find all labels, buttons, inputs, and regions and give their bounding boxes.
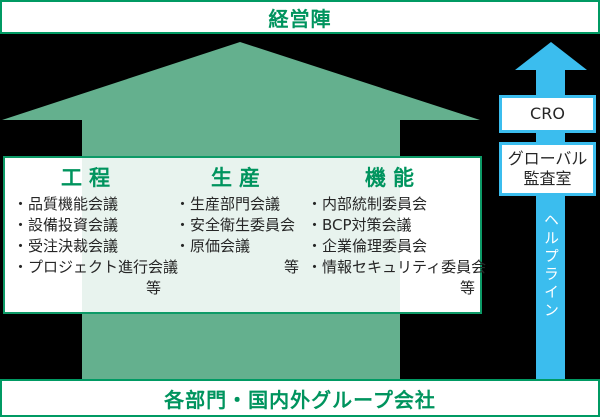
column-process-heading: 工程	[61, 166, 117, 190]
list-item: ・生産部門会議	[175, 195, 281, 213]
column-function: 機能 ・内部統制委員会 ・BCP対策会議 ・企業倫理委員会 ・情報セキュリティ委…	[307, 164, 487, 299]
list-item: ・原価会議	[175, 237, 251, 255]
arrow-tint-overlay	[82, 158, 400, 312]
etc-label: 等	[145, 279, 161, 297]
column-production: 生産 ・生産部門会議 ・安全衛生委員会 ・原価会議 等	[175, 164, 303, 278]
list-item: ・情報セキュリティ委員会	[307, 258, 487, 276]
list-item: ・品質機能会議	[13, 195, 119, 213]
list-item: ・BCP対策会議	[307, 216, 412, 234]
departments-banner-label: 各部門・国内外グループ会社	[164, 387, 436, 412]
etc-label: 等	[283, 258, 299, 276]
list-item: ・内部統制委員会	[307, 195, 428, 213]
list-item: ・プロジェクト進行会議	[13, 258, 179, 276]
global-audit-box: グローバル 監査室	[499, 142, 596, 196]
list-item: ・受注決裁会議	[13, 237, 119, 255]
cro-label: CRO	[530, 104, 565, 123]
column-production-heading: 生産	[211, 166, 267, 190]
column-function-heading: 機能	[365, 166, 421, 190]
green-up-arrow-head-icon	[2, 42, 480, 120]
helpline-label: ヘルプライン	[542, 212, 560, 320]
list-item: ・企業倫理委員会	[307, 237, 428, 255]
etc-label: 等	[459, 279, 475, 297]
blue-up-arrow-head-icon	[515, 42, 587, 70]
global-audit-label-line1: グローバル	[507, 149, 588, 168]
management-banner: 経営陣	[0, 0, 600, 34]
list-item: ・安全衛生委員会	[175, 216, 296, 234]
management-banner-label: 経営陣	[268, 6, 332, 31]
cro-box: CRO	[499, 95, 596, 133]
list-item: ・設備投資会議	[13, 216, 119, 234]
meetings-panel: 工程 ・品質機能会議 ・設備投資会議 ・受注決裁会議 ・プロジェクト進行会議 等…	[3, 156, 487, 314]
departments-banner: 各部門・国内外グループ会社	[0, 379, 600, 417]
column-process: 工程 ・品質機能会議 ・設備投資会議 ・受注決裁会議 ・プロジェクト進行会議 等	[13, 164, 179, 299]
global-audit-label-line2: 監査室	[523, 169, 572, 188]
